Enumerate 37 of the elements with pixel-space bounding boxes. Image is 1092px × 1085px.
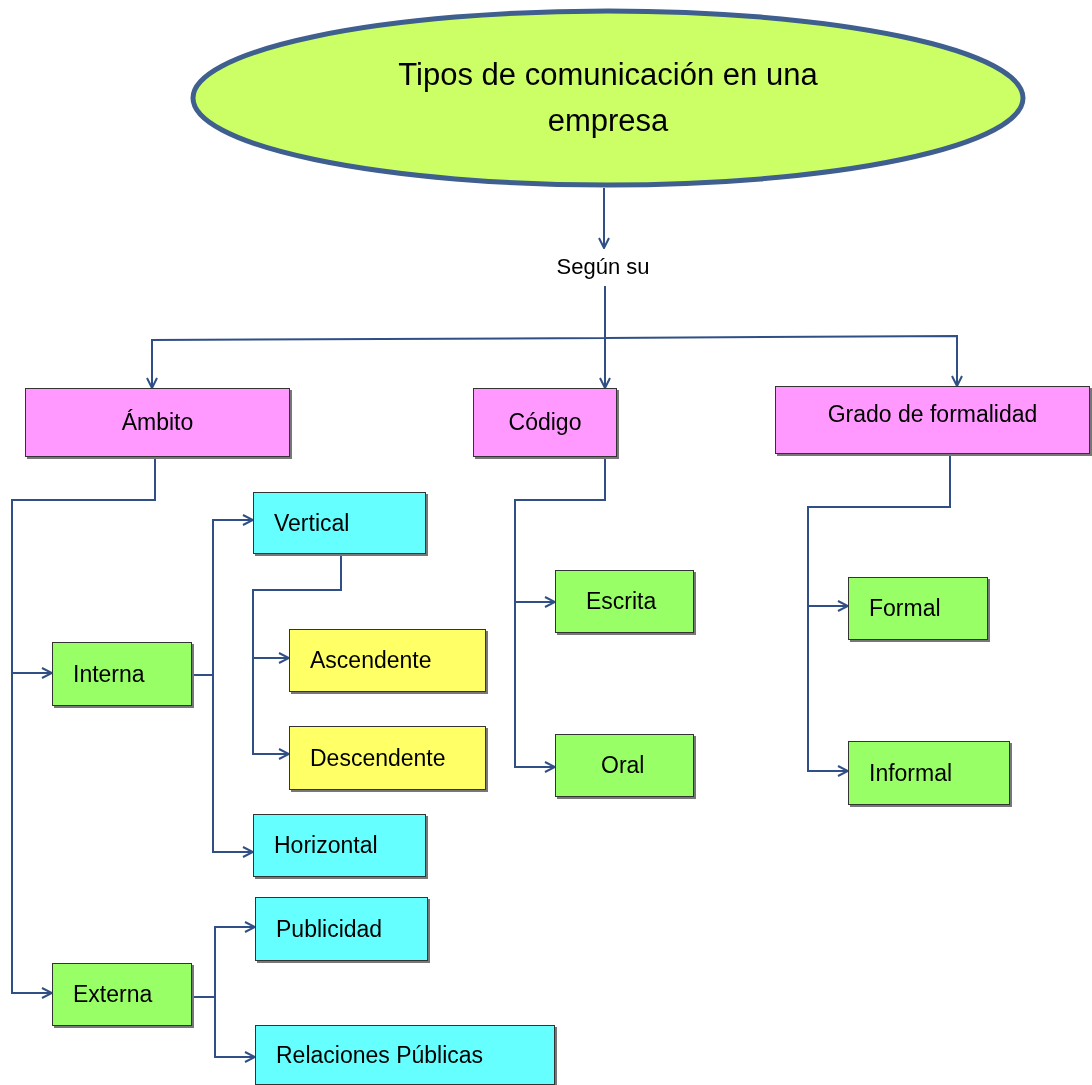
box-label: Código	[508, 409, 582, 436]
category-box	[848, 577, 988, 640]
category-box	[555, 570, 694, 633]
category-box	[253, 492, 426, 554]
box-label: Escrita	[586, 588, 657, 615]
box-label: Ascendente	[310, 647, 432, 674]
box-label: Horizontal	[274, 832, 378, 859]
box-label: Oral	[601, 752, 645, 779]
category-box	[289, 629, 486, 692]
box-label: Vertical	[274, 509, 350, 537]
category-box	[255, 897, 428, 961]
branch-label: Según su	[556, 254, 650, 280]
box-label: Externa	[73, 981, 153, 1008]
category-box	[52, 642, 192, 706]
connector-arrow	[191, 996, 256, 1063]
box-label: Interna	[73, 660, 145, 688]
connector-arrow	[191, 674, 254, 858]
box-label: Formal	[869, 595, 941, 622]
title-text: Tipos de comunicación en una empresa	[397, 55, 819, 140]
category-box	[848, 741, 1010, 805]
category-box	[473, 388, 617, 457]
connector-arrow	[604, 285, 963, 387]
category-box	[775, 386, 1090, 454]
connector-arrow	[252, 553, 342, 760]
box-label: Grado de formalidad	[827, 401, 1038, 428]
category-box	[25, 388, 290, 457]
box-label: Relaciones Públicas	[276, 1041, 484, 1069]
category-box	[289, 726, 486, 790]
connector-arrow	[598, 187, 610, 249]
category-box	[555, 734, 694, 797]
box-label: Publicidad	[276, 915, 383, 943]
category-box	[253, 814, 426, 877]
category-box	[255, 1025, 555, 1085]
box-label: Informal	[869, 759, 953, 787]
box-label: Descendente	[310, 744, 446, 772]
category-box	[52, 963, 192, 1026]
box-label: Ámbito	[121, 409, 194, 436]
